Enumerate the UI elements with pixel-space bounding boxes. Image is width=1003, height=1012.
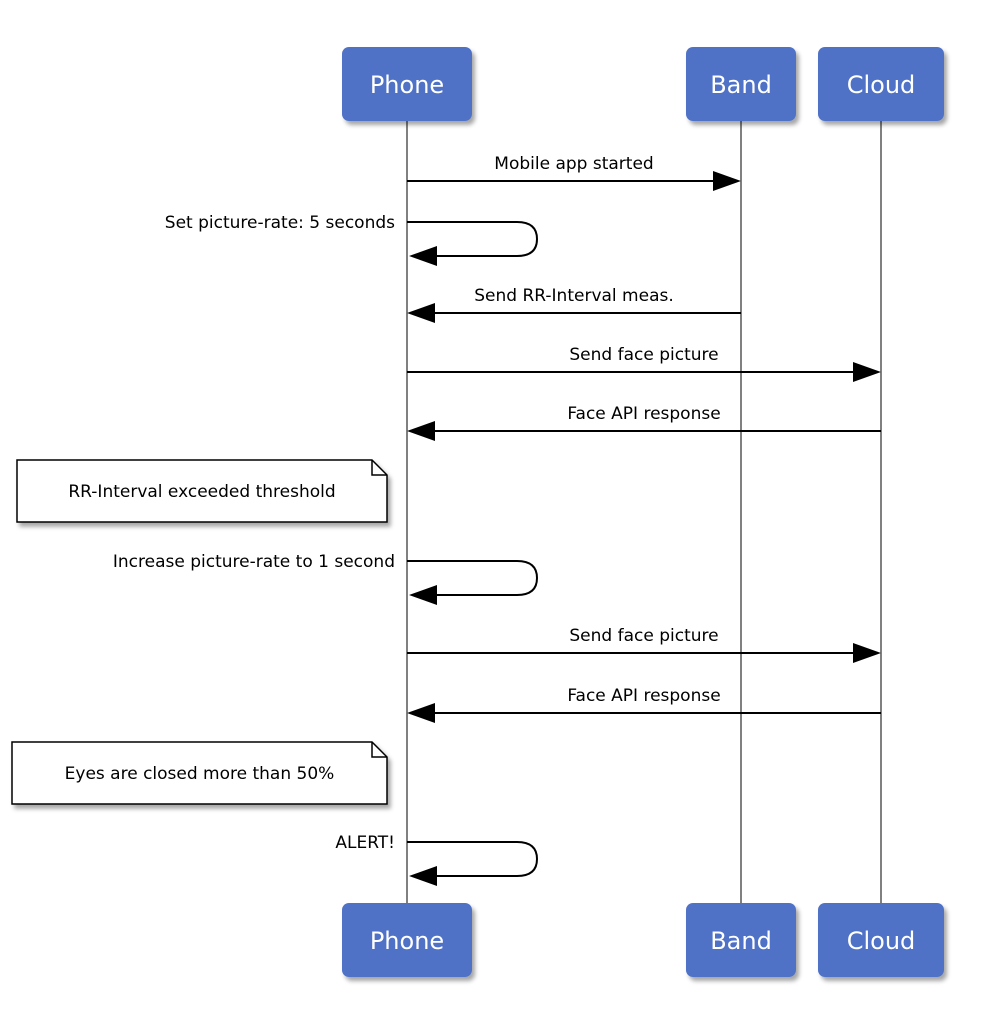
message-label: Send face picture	[569, 345, 718, 365]
arrowhead	[853, 643, 881, 663]
cloud-actor-box	[818, 903, 944, 977]
message-phone-to-band: Mobile app started	[407, 154, 741, 191]
message-label: Face API response	[567, 404, 720, 424]
self-message-line	[407, 221, 539, 257]
arrowhead	[407, 703, 435, 723]
note-box	[11, 741, 388, 805]
self-message-label: Increase picture-rate to 1 second	[113, 552, 395, 572]
arrowhead	[409, 246, 437, 266]
arrowhead	[409, 585, 437, 605]
band-actor-box	[686, 47, 796, 121]
arrowhead	[853, 362, 881, 382]
phone-actor-label: Phone	[370, 71, 444, 99]
arrowhead	[407, 303, 435, 323]
self-message-line	[407, 841, 539, 877]
note-fold	[371, 742, 387, 758]
arrowhead	[407, 421, 435, 441]
arrowhead	[713, 171, 741, 191]
cloud-actor-box	[818, 47, 944, 121]
message-cloud-to-phone: Face API response	[407, 686, 881, 723]
note: RR-Interval exceeded threshold	[16, 459, 388, 523]
self-message-label: Set picture-rate: 5 seconds	[165, 213, 395, 233]
band-actor-label: Band	[710, 71, 772, 99]
self-message-line	[407, 560, 539, 596]
phone-actor-label: Phone	[370, 927, 444, 955]
band-actor-label: Band	[710, 927, 772, 955]
self-message-label: ALERT!	[335, 833, 395, 853]
band-actor-box	[686, 903, 796, 977]
cloud-actor-label: Cloud	[847, 71, 916, 99]
self-message-phone: Set picture-rate: 5 seconds	[165, 213, 539, 266]
message-phone-to-cloud: Send face picture	[407, 345, 881, 382]
phone-actor-box	[342, 47, 472, 121]
note-label: RR-Interval exceeded threshold	[68, 482, 335, 502]
note-fold	[371, 460, 387, 476]
arrowhead	[409, 866, 437, 886]
message-label: Send face picture	[569, 626, 718, 646]
phone-actor-bottom: Phone	[342, 903, 472, 977]
self-message-phone: Increase picture-rate to 1 second	[113, 552, 539, 605]
cloud-actor-bottom: Cloud	[818, 903, 944, 977]
self-message-phone: ALERT!	[335, 833, 539, 886]
note-box	[16, 459, 388, 523]
message-phone-to-cloud: Send face picture	[407, 626, 881, 663]
band-actor-bottom: Band	[686, 903, 796, 977]
message-band-to-phone: Send RR-Interval meas.	[407, 286, 741, 323]
note-label: Eyes are closed more than 50%	[65, 764, 335, 784]
message-label: Send RR-Interval meas.	[474, 286, 674, 306]
cloud-actor-top: Cloud	[818, 47, 944, 121]
cloud-actor-label: Cloud	[847, 927, 916, 955]
phone-actor-top: Phone	[342, 47, 472, 121]
message-label: Mobile app started	[494, 154, 653, 174]
note: Eyes are closed more than 50%	[11, 741, 388, 805]
message-label: Face API response	[567, 686, 720, 706]
phone-actor-box	[342, 903, 472, 977]
message-cloud-to-phone: Face API response	[407, 404, 881, 441]
band-actor-top: Band	[686, 47, 796, 121]
